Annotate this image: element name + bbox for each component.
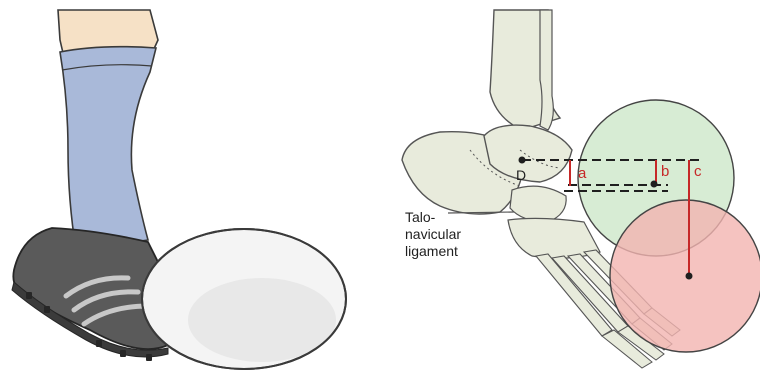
ligament-label-line-2: navicular [405,226,461,242]
point-c-center [686,273,693,280]
sock [60,47,156,250]
navicular-bone [510,186,566,222]
point-d [519,157,526,164]
ligament-label-line-3: ligament [405,243,458,259]
fibula-bone [540,10,553,130]
red-circle [610,200,760,352]
measure-a-label: a [578,165,587,182]
measure-c-label: c [694,163,702,180]
point-d-label: D [516,167,526,183]
measure-b-label: b [661,163,669,180]
point-b-center [651,181,658,188]
ligament-label-line-1: Talo- [405,209,436,225]
kicking-foot-illustration [12,10,346,369]
